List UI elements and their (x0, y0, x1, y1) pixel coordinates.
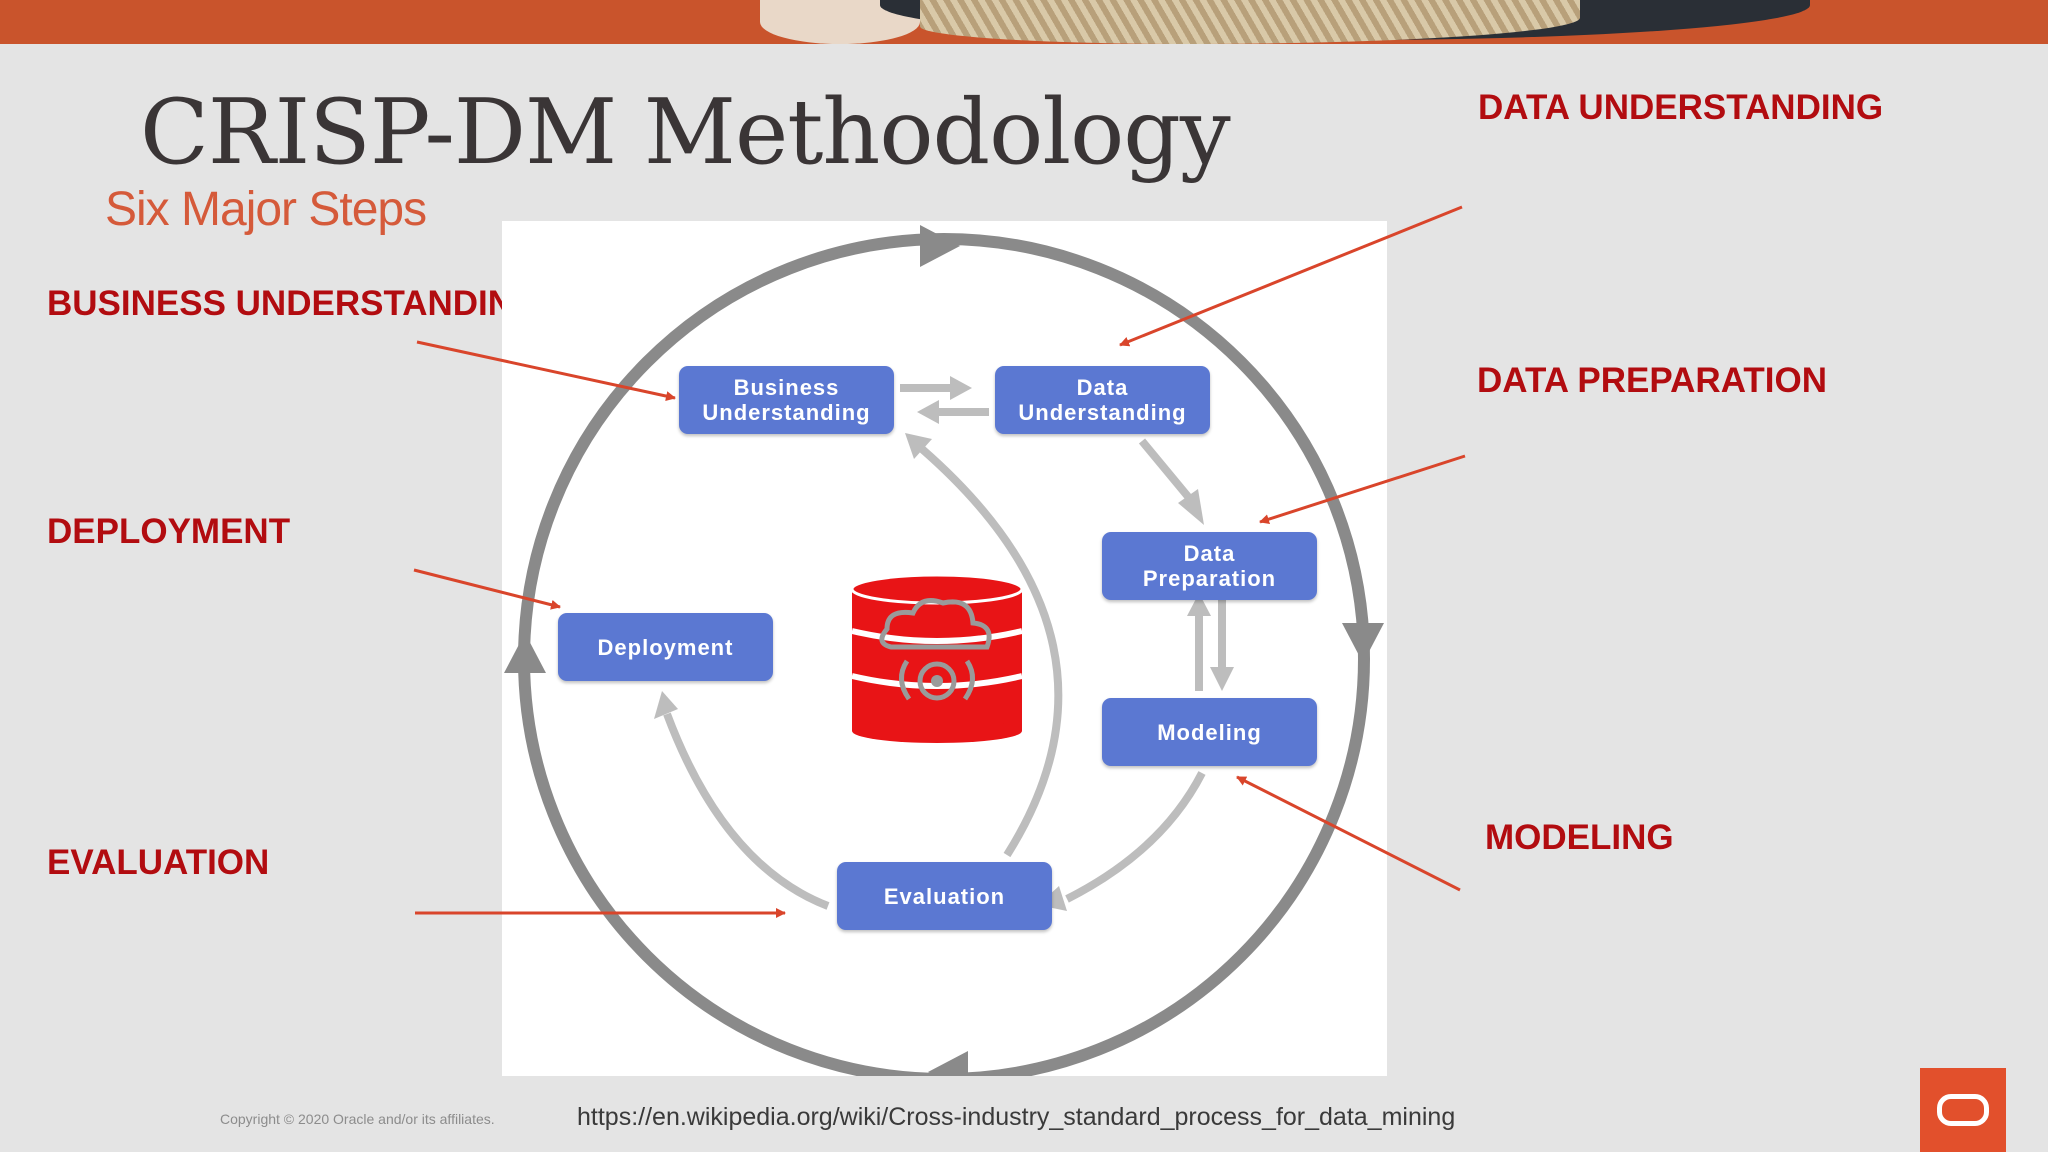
callout-modeling: MODELING (1485, 818, 1674, 857)
cycle-arrowhead-right (1342, 623, 1384, 663)
slide-title: CRISP-DM Methodology (140, 80, 1231, 185)
cycle-arrows (504, 225, 1384, 1076)
oracle-logo (1920, 1068, 2006, 1152)
callout-evaluation: EVALUATION (47, 843, 270, 882)
node-data-preparation: Data Preparation (1102, 532, 1317, 600)
header-banner (0, 0, 2048, 44)
crisp-dm-diagram: Business Understanding Data Understandin… (502, 221, 1387, 1076)
callout-business-understanding: BUSINESS UNDERSTANDING (47, 284, 541, 323)
node-data-understanding: Data Understanding (995, 366, 1210, 434)
cycle-arrowhead-bottom (928, 1051, 968, 1076)
node-evaluation: Evaluation (837, 862, 1052, 930)
callout-data-preparation: DATA PREPARATION (1477, 361, 1827, 400)
copyright-text: Copyright © 2020 Oracle and/or its affil… (220, 1111, 495, 1127)
callout-data-understanding: DATA UNDERSTANDING (1478, 88, 1884, 127)
source-url[interactable]: https://en.wikipedia.org/wiki/Cross-indu… (577, 1103, 1456, 1131)
cycle-arrowhead-top (920, 225, 960, 267)
cycle-arrowhead-left (504, 633, 546, 673)
slide-subtitle: Six Major Steps (105, 183, 427, 236)
callout-deployment: DEPLOYMENT (47, 512, 291, 551)
node-business-understanding: Business Understanding (679, 366, 894, 434)
node-deployment: Deployment (558, 613, 773, 681)
database-cloud-brain-icon (850, 573, 1024, 743)
node-modeling: Modeling (1102, 698, 1317, 766)
oracle-ring-icon (1937, 1094, 1989, 1126)
